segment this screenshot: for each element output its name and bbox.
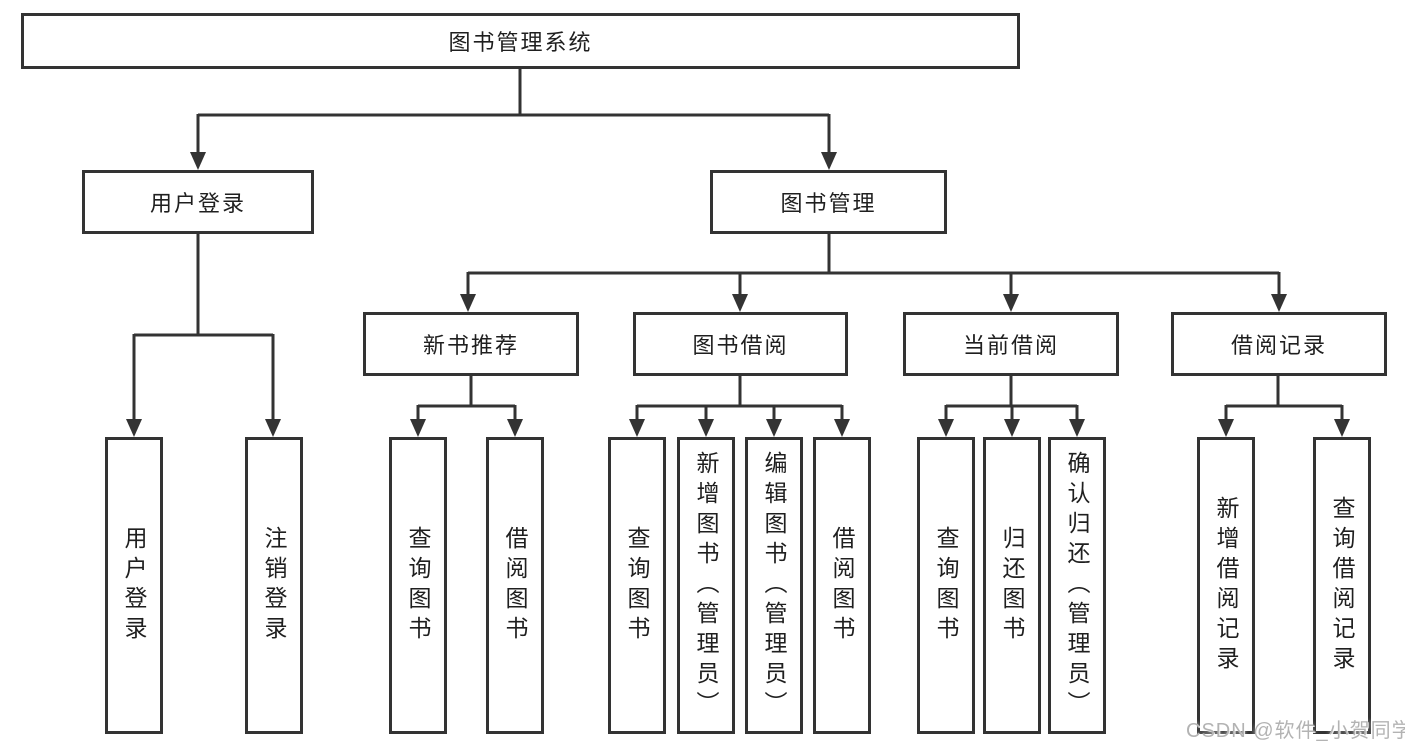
- leaf-records-add-record: 新增借阅记录: [1197, 437, 1255, 734]
- connector-book-management-children: [460, 233, 1287, 312]
- leaf-current-confirm-return-admin: 确认归还（管理员）: [1048, 437, 1106, 734]
- leaf-borrow-add-book-admin: 新增图书（管理员）: [677, 437, 735, 734]
- leaf-recommend-borrow-book: 借阅图书: [486, 437, 544, 734]
- csdn-watermark: CSDN @软件_小贺同学: [1186, 720, 1405, 742]
- connector-root-to-level2: [190, 68, 837, 170]
- connector-current-children: [938, 376, 1085, 437]
- leaf-user-login: 用户登录: [105, 437, 163, 734]
- node-user-login: 用户登录: [82, 170, 314, 234]
- leaf-records-query-record: 查询借阅记录: [1313, 437, 1371, 734]
- node-book-borrow: 图书借阅: [633, 312, 848, 376]
- node-root: 图书管理系统: [21, 13, 1020, 69]
- node-borrow-records: 借阅记录: [1171, 312, 1387, 376]
- node-current-borrow: 当前借阅: [903, 312, 1119, 376]
- leaf-borrow-borrow-book: 借阅图书: [813, 437, 871, 734]
- node-book-management: 图书管理: [710, 170, 947, 234]
- leaf-recommend-query-book: 查询图书: [389, 437, 447, 734]
- connector-user-login-children: [126, 233, 281, 437]
- leaf-logout-login: 注销登录: [245, 437, 303, 734]
- leaf-current-return-book: 归还图书: [983, 437, 1041, 734]
- node-new-book-recommend: 新书推荐: [363, 312, 579, 376]
- leaf-borrow-edit-book-admin: 编辑图书（管理员）: [745, 437, 803, 734]
- connector-records-children: [1218, 376, 1350, 437]
- connector-borrow-children: [629, 376, 850, 437]
- leaf-borrow-query-book: 查询图书: [608, 437, 666, 734]
- leaf-current-query-book: 查询图书: [917, 437, 975, 734]
- connector-recommend-children: [410, 376, 523, 437]
